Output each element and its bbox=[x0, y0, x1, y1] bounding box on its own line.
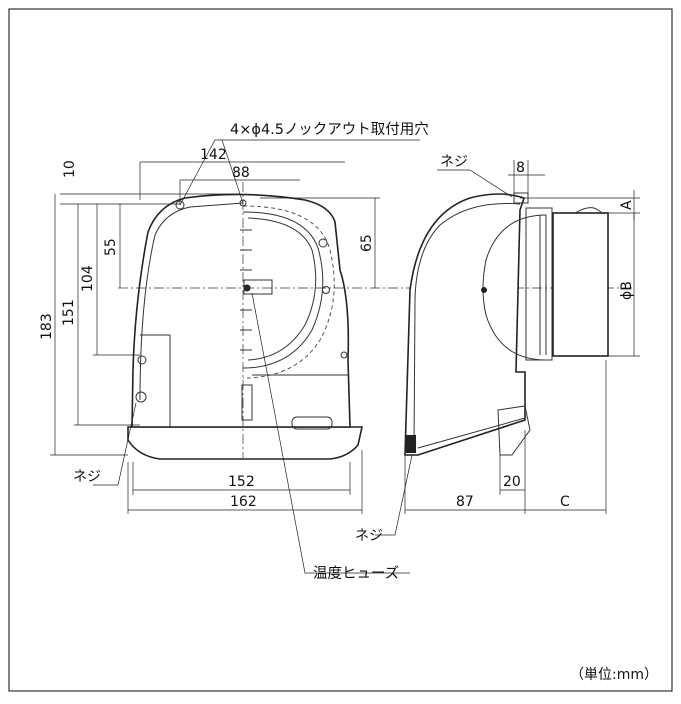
screw-head-left bbox=[135, 391, 147, 403]
dim-88: 88 bbox=[232, 165, 250, 181]
side-view bbox=[404, 192, 609, 456]
screw-label-top-right: ネジ bbox=[440, 154, 468, 170]
side-bottom-edge bbox=[417, 417, 526, 449]
knockout-holes-label: 4×ϕ4.5ノックアウト取付用穴 bbox=[230, 121, 429, 138]
temperature-fuse-label: 温度ヒューズ bbox=[313, 565, 399, 582]
dimension-lines bbox=[50, 139, 640, 574]
screw-label-bottom-right: ネジ bbox=[355, 528, 383, 544]
dim-A: A bbox=[619, 200, 635, 210]
dim-142: 142 bbox=[200, 147, 227, 163]
side-hood-body bbox=[404, 193, 526, 456]
dim-phiB: ϕB bbox=[619, 281, 635, 300]
front-base-plate bbox=[127, 426, 363, 460]
front-ring-dashed bbox=[242, 205, 335, 379]
side-flange-ribs bbox=[539, 215, 547, 355]
dim-10: 10 bbox=[62, 160, 78, 178]
side-bottom-bracket bbox=[497, 405, 531, 456]
dim-65: 65 bbox=[359, 234, 375, 252]
front-ring-inner bbox=[247, 217, 317, 361]
side-bottom-screw bbox=[406, 435, 416, 453]
front-base-slot bbox=[291, 416, 333, 430]
ring-hole-3 bbox=[340, 351, 348, 359]
dim-104: 104 bbox=[80, 265, 96, 292]
dim-20: 20 bbox=[503, 474, 521, 490]
side-hood-inner bbox=[413, 202, 521, 449]
side-dome-dot bbox=[481, 287, 487, 293]
side-flange bbox=[525, 207, 553, 361]
dimension-texts: 142 88 10 183 151 104 55 65 152 162 8 A … bbox=[39, 147, 635, 510]
dim-183: 183 bbox=[39, 313, 55, 340]
side-pipe-wire bbox=[574, 207, 605, 215]
dim-C: C bbox=[560, 494, 570, 510]
drawing-frame bbox=[8, 8, 673, 692]
knockout-hole-mid-left bbox=[137, 355, 147, 365]
dim-87: 87 bbox=[456, 494, 474, 510]
front-lower-part bbox=[241, 384, 253, 421]
front-louver bbox=[240, 229, 252, 351]
front-inner-left bbox=[139, 202, 244, 401]
side-duct-pipe bbox=[552, 212, 609, 357]
dim-162: 162 bbox=[230, 494, 257, 510]
dim-55: 55 bbox=[103, 238, 119, 256]
front-view bbox=[118, 182, 634, 460]
dim-152: 152 bbox=[228, 474, 255, 490]
dim-151: 151 bbox=[61, 299, 77, 326]
ring-hole-2 bbox=[322, 286, 330, 294]
unit-note: （単位:mm） bbox=[570, 667, 658, 683]
front-hood-body bbox=[131, 193, 351, 428]
screw-label-bottom-left: ネジ bbox=[73, 469, 101, 485]
ring-hole-1 bbox=[318, 238, 328, 248]
annotation-labels: 4×ϕ4.5ノックアウト取付用穴 ネジ ネジ ネジ 温度ヒューズ （単位:mm） bbox=[73, 121, 658, 683]
dim-8: 8 bbox=[516, 160, 525, 176]
